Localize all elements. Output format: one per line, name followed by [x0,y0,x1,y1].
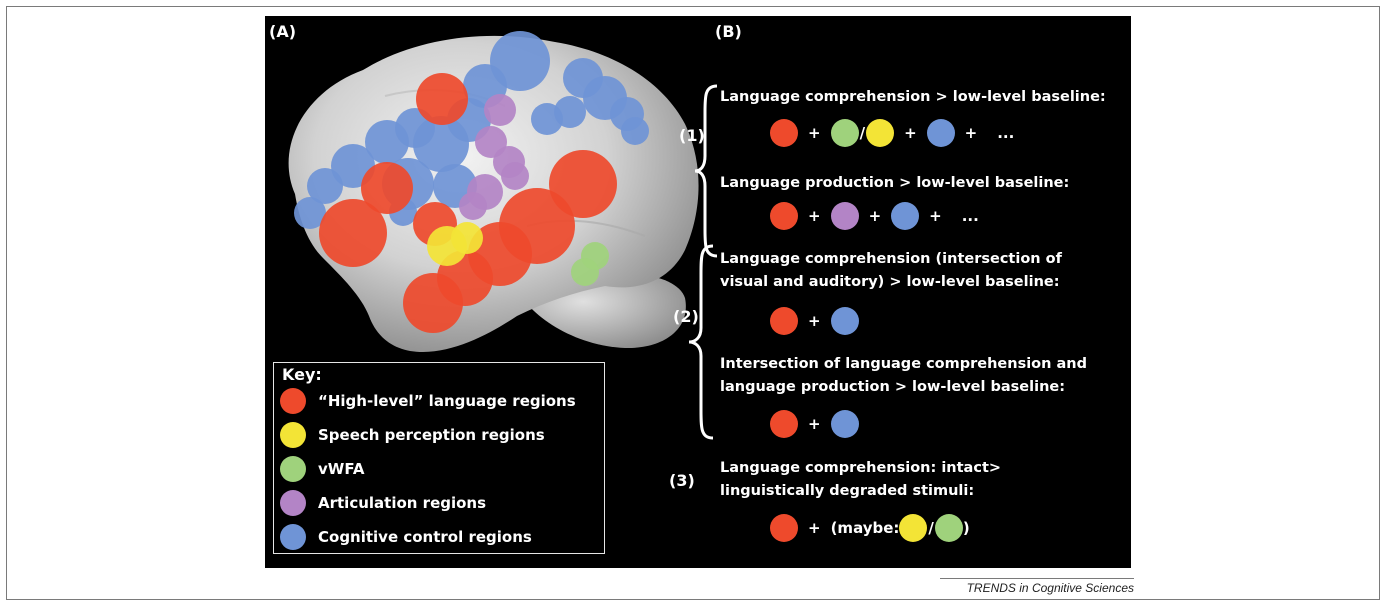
yellow-circle-icon [899,514,928,542]
key-item-language: “High-level” language regions [280,387,576,415]
key-label: Articulation regions [318,494,487,512]
plus-sign: + [808,312,821,330]
cognitive-region-blob [294,197,326,229]
purple-circle-icon [830,202,859,230]
vwfa-region-blob [571,258,599,286]
plus-sign: + [808,124,821,142]
blue-circle-icon [830,410,859,438]
group-3-number: (3) [669,471,695,490]
slash-sign: / [859,124,866,142]
plus-sign: + [929,207,942,225]
key-item-articulation: Articulation regions [280,489,486,517]
brace-icon [694,84,718,258]
activation-blobs [294,31,649,333]
red-circle-icon [770,307,798,335]
articulation-region-blob [459,192,487,220]
language-region-blob [549,150,617,218]
green-circle-icon [830,119,859,147]
red-circle-icon [770,410,798,438]
panel-b-label: (B) [715,22,742,41]
language-region-blob [416,73,468,125]
yellow-circle-icon [866,119,895,147]
speech-region-blob [451,222,483,254]
ellipsis: ... [961,207,979,225]
blue-circle-icon [926,119,955,147]
group-1-production-dots: + + + ... [770,200,989,232]
cognitive-region-blob [531,103,563,135]
red-circle-icon [280,388,306,414]
group-1-comprehension-text: Language comprehension > low-level basel… [720,89,1106,105]
purple-circle-icon [280,490,306,516]
group-1-production-text: Language production > low-level baseline… [720,175,1070,191]
group-3-line-2: linguistically degraded stimuli: [720,483,975,499]
group-2-comprehension-line-1: Language comprehension (intersection of [720,251,1062,267]
group-3-line-1: Language comprehension: intact> [720,460,1002,476]
cognitive-region-blob [621,117,649,145]
key-item-vwfa: vWFA [280,455,364,483]
key-label: “High-level” language regions [318,392,576,410]
plus-sign: + [964,124,978,142]
plus-sign: + [808,207,821,225]
group-2-number: (2) [673,307,699,326]
panel-a-label: (A) [269,22,297,41]
blue-circle-icon [830,307,859,335]
group-2-intersection-line-1: Intersection of language comprehension a… [720,356,1088,372]
yellow-circle-icon [280,422,306,448]
slash-sign: / [928,519,934,537]
caption: TRENDS in Cognitive Sciences [966,581,1134,595]
key-item-cognitive: Cognitive control regions [280,523,532,551]
figure-panel: (A) (B) Key: “High-level” language regio… [265,16,1131,568]
caption-rule [940,578,1134,579]
articulation-region-blob [484,94,516,126]
plus-sign: + [808,519,821,537]
blue-circle-icon [891,202,920,230]
language-region-blob [361,162,413,214]
brace-icon [688,244,714,440]
key-item-speech: Speech perception regions [280,421,545,449]
key-label: vWFA [318,460,365,478]
blue-circle-icon [280,524,306,550]
group-2-comprehension-dots: + [770,305,859,337]
brain-illustration [288,31,699,352]
maybe-close-text: ) [962,519,970,537]
key-box: Key: “High-level” language regions Speec… [273,362,605,554]
red-circle-icon [770,514,798,542]
red-circle-icon [770,202,798,230]
maybe-open-text: (maybe: [830,519,900,537]
red-circle-icon [770,119,798,147]
group-2-comprehension-line-2: visual and auditory) > low-level baselin… [720,274,1060,290]
key-label: Speech perception regions [318,426,545,444]
group-1-number: (1) [679,126,705,145]
figure-frame [6,6,1380,600]
key-title: Key: [282,365,322,384]
green-circle-icon [934,514,963,542]
ellipsis: ... [997,124,1015,142]
group-3-dots: + (maybe: / ) [770,512,970,544]
group-2-intersection-line-2: language production > low-level baseline… [720,379,1066,395]
plus-sign: + [868,207,882,225]
key-label: Cognitive control regions [318,528,532,546]
language-region-blob [319,199,387,267]
group-2-intersection-dots: + [770,408,859,440]
language-region-blob [403,273,463,333]
group-1-comprehension-dots: + / + + ... [770,117,1024,149]
cognitive-region-blob [490,31,550,91]
green-circle-icon [280,456,306,482]
plus-sign: + [808,415,821,433]
articulation-region-blob [501,162,529,190]
plus-sign: + [904,124,917,142]
